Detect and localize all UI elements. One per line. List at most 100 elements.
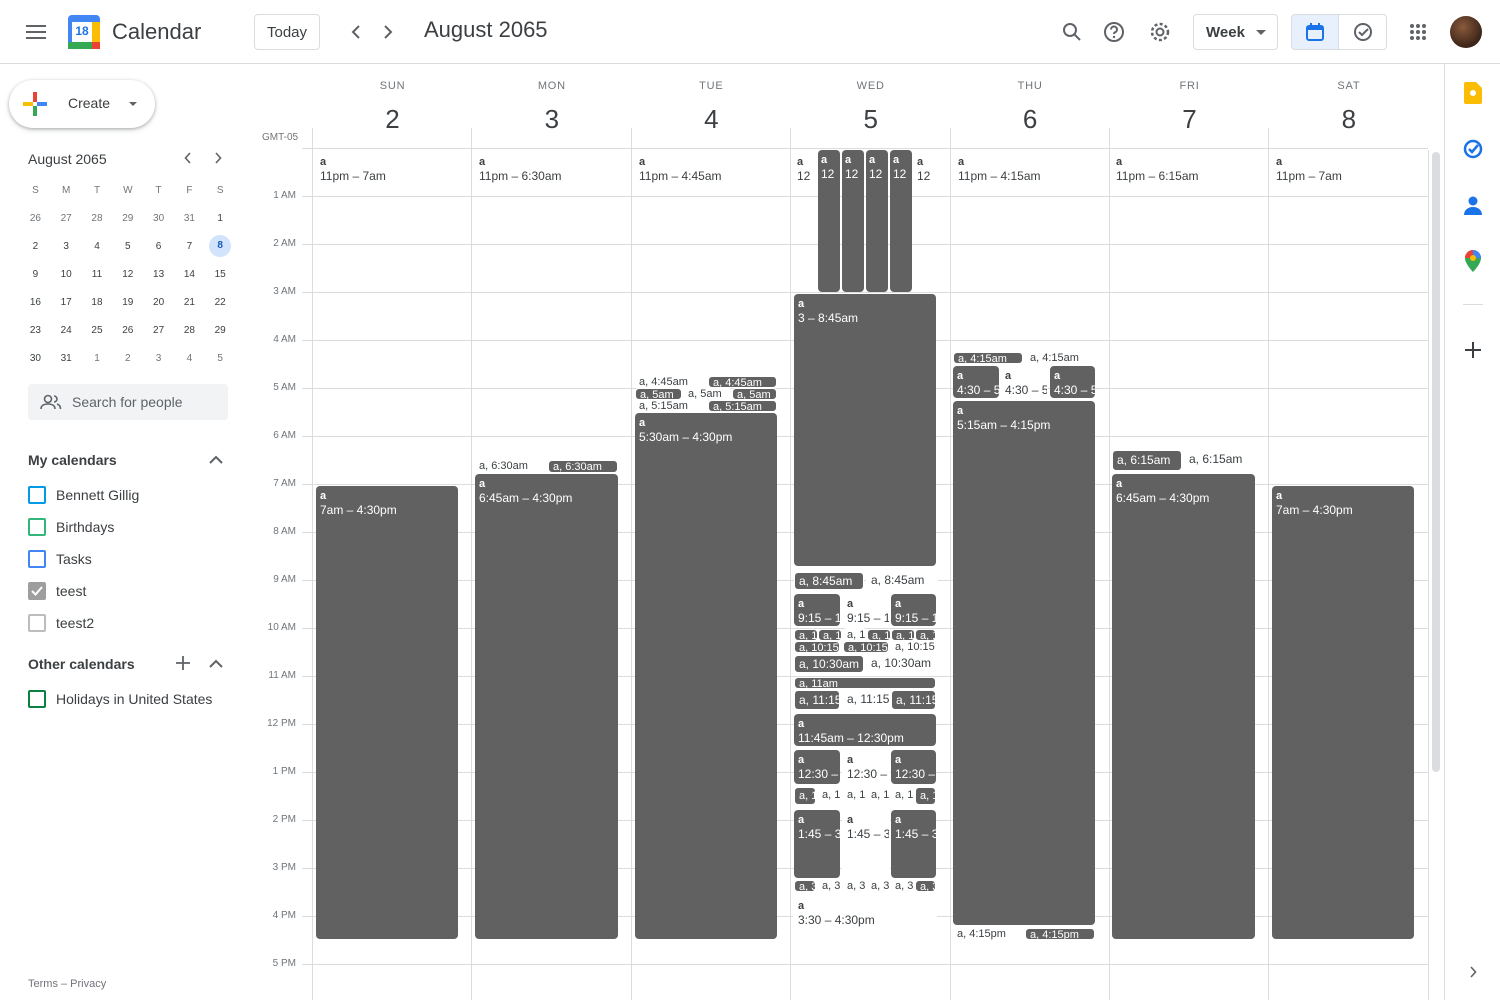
- mini-day[interactable]: 30: [143, 213, 174, 224]
- event-chip[interactable]: a, 11:15: [891, 690, 936, 710]
- event-chip[interactable]: a, 5am: [732, 388, 777, 400]
- mini-day[interactable]: 16: [20, 297, 51, 308]
- day-number[interactable]: 8: [1341, 104, 1357, 134]
- mini-day[interactable]: 7: [174, 241, 205, 252]
- event-chip[interactable]: a, 3: [843, 880, 865, 892]
- event-chip[interactable]: a, 1: [915, 787, 936, 805]
- event-chip[interactable]: a, 6:15am: [1185, 450, 1255, 471]
- event-chip[interactable]: a, 3: [818, 880, 840, 892]
- mini-day[interactable]: 21: [174, 297, 205, 308]
- event-chip[interactable]: a, 1: [891, 629, 915, 641]
- mini-day[interactable]: 26: [112, 325, 143, 336]
- tasks-view-toggle[interactable]: [1339, 14, 1387, 50]
- event-chip[interactable]: a, 11:15: [794, 690, 840, 710]
- mini-day[interactable]: 5: [112, 241, 143, 252]
- event-chip[interactable]: a, 10:15: [891, 641, 936, 653]
- calendar-logo-icon[interactable]: 18: [68, 15, 100, 49]
- event-chip[interactable]: a, 4:15pm: [953, 928, 1023, 940]
- tasks-button[interactable]: [1453, 129, 1493, 169]
- mini-day[interactable]: 15: [205, 269, 236, 280]
- mini-day[interactable]: 27: [143, 325, 174, 336]
- mini-day[interactable]: 19: [112, 297, 143, 308]
- mini-day[interactable]: 26: [20, 213, 51, 224]
- event-chip[interactable]: a, 1: [891, 787, 913, 805]
- previous-week-button[interactable]: [336, 12, 376, 52]
- google-apps-button[interactable]: [1398, 12, 1438, 52]
- event-chip[interactable]: a, 4:45am: [635, 376, 707, 388]
- keep-button[interactable]: [1453, 73, 1493, 113]
- mini-day[interactable]: 24: [51, 325, 82, 336]
- mini-day[interactable]: 31: [174, 213, 205, 224]
- event-chip[interactable]: a, 10:15: [843, 641, 889, 653]
- calendar-view-toggle[interactable]: [1291, 14, 1339, 50]
- event-chip[interactable]: a, 10:30am: [794, 655, 864, 673]
- calendar-list-item[interactable]: Tasks: [28, 547, 92, 571]
- event-chip[interactable]: a, 1: [915, 629, 936, 641]
- view-selector[interactable]: Week: [1193, 14, 1278, 50]
- day-number[interactable]: 2: [385, 104, 400, 134]
- day-number[interactable]: 5: [863, 104, 878, 134]
- event-chip[interactable]: a, 8:45am: [794, 572, 864, 590]
- event-chip[interactable]: a, 1: [843, 629, 867, 641]
- next-week-button[interactable]: [368, 12, 408, 52]
- mini-day[interactable]: 9: [20, 269, 51, 280]
- mini-day[interactable]: 22: [205, 297, 236, 308]
- mini-day[interactable]: 31: [51, 353, 82, 364]
- mini-day[interactable]: 5: [205, 353, 236, 364]
- mini-day[interactable]: 30: [20, 353, 51, 364]
- mini-day[interactable]: 1: [82, 353, 113, 364]
- mini-day[interactable]: 29: [112, 213, 143, 224]
- event-chip[interactable]: a, 5:15am: [635, 400, 707, 412]
- event-chip[interactable]: a, 3: [794, 880, 816, 892]
- event-chip[interactable]: a, 1: [867, 629, 891, 641]
- event-chip[interactable]: a, 1: [818, 629, 842, 641]
- mini-day[interactable]: 6: [143, 241, 174, 252]
- event-chip[interactable]: a, 10:30am: [867, 655, 937, 673]
- mini-day[interactable]: 4: [82, 241, 113, 252]
- mini-day[interactable]: 18: [82, 297, 113, 308]
- calendar-checkbox[interactable]: [28, 518, 46, 536]
- expand-panel-button[interactable]: [1453, 952, 1493, 992]
- event-chip[interactable]: a, 6:30am: [548, 460, 618, 473]
- event-chip[interactable]: a, 6:30am: [475, 460, 545, 473]
- event-chip[interactable]: a, 11am: [794, 677, 936, 689]
- settings-button[interactable]: [1140, 12, 1180, 52]
- event-chip[interactable]: a, 6:15am: [1112, 450, 1182, 471]
- mini-day[interactable]: 8: [205, 235, 236, 257]
- event-chip[interactable]: a, 1: [794, 787, 816, 805]
- calendar-checkbox[interactable]: [28, 690, 46, 708]
- event-chip[interactable]: a, 5am: [635, 388, 682, 400]
- calendar-checkbox[interactable]: [28, 582, 46, 600]
- mini-day[interactable]: 20: [143, 297, 174, 308]
- day-number[interactable]: 7: [1182, 104, 1197, 134]
- chevron-up-icon[interactable]: [209, 659, 223, 668]
- calendar-list-item[interactable]: Bennett Gillig: [28, 483, 139, 507]
- event-chip[interactable]: a, 10:15: [794, 641, 840, 653]
- mini-day[interactable]: 14: [174, 269, 205, 280]
- mini-day[interactable]: 10: [51, 269, 82, 280]
- chevron-up-icon[interactable]: [209, 455, 223, 464]
- mini-day[interactable]: 28: [174, 325, 205, 336]
- event-chip[interactable]: a, 5:15am: [708, 400, 777, 412]
